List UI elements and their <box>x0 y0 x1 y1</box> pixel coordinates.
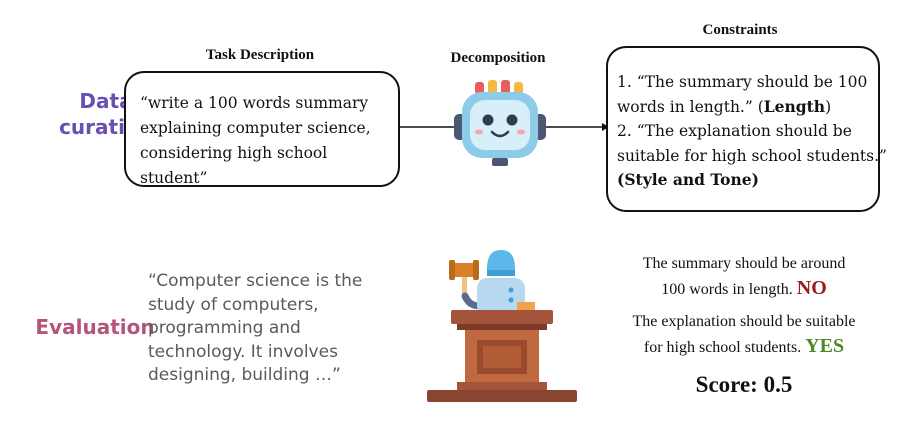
score-text: Score: 0.5 <box>695 372 793 397</box>
task-description-text: “write a 100 words summary explaining co… <box>140 91 398 191</box>
constraints-header: Constraints <box>702 22 778 38</box>
model-response-text: “Computer science is the study of comput… <box>148 270 362 388</box>
constraint-2-line: suitable for high school students.” <box>617 146 887 165</box>
constraints-box: 1. “The summary should be 100 words in l… <box>606 46 887 212</box>
response-line: technology. It involves <box>148 341 338 362</box>
eval-result-line: 100 words in length. NO <box>608 276 880 302</box>
constraint-2-tag: Style and Tone <box>624 170 752 189</box>
response-line: designing, building …” <box>148 365 341 385</box>
response-line: “Computer science is the <box>148 271 363 291</box>
constraint-2-line: (Style and Tone) <box>617 168 887 193</box>
response-line: study of computers, <box>148 294 319 315</box>
constraint-2-open: ( <box>617 170 625 189</box>
constraint-1-tag: Length <box>763 96 826 116</box>
decomposition-header: Decomposition <box>450 50 546 66</box>
task-description-box: “write a 100 words summary explaining co… <box>124 71 400 187</box>
eval-result-text: for high school students. <box>643 339 802 356</box>
task-line: considering high school student” <box>140 144 328 187</box>
constraints-text: 1. “The summary should be 100 words in l… <box>617 70 887 193</box>
row-label-line: Data <box>79 89 133 113</box>
task-line: explaining computer science, <box>140 119 371 137</box>
verdict-no: NO <box>796 277 827 299</box>
eval-result-line: The summary should be around <box>642 255 846 272</box>
eval-result-line: for high school students. YES <box>608 334 880 360</box>
row-label-evaluation: Evaluation <box>35 315 155 339</box>
evaluation-results: The summary should be around 100 words i… <box>608 252 880 398</box>
judge-podium-icon <box>427 250 577 402</box>
task-description-header: Task Description <box>205 47 315 63</box>
constraint-1-text: words in length.” ( <box>617 97 764 116</box>
eval-result-2: The explanation should be suitable for h… <box>608 310 880 360</box>
response-line: programming and <box>148 318 301 338</box>
constraint-1-line: words in length.” (Length) <box>617 95 887 120</box>
constraint-1-line: 1. “The summary should be 100 <box>617 73 868 91</box>
constraint-1-close: ) <box>825 97 832 116</box>
eval-result-text: 100 words in length. <box>661 281 793 298</box>
task-line: “write a 100 words summary <box>140 94 369 112</box>
constraint-2-close: ) <box>751 170 759 189</box>
eval-result-line: The explanation should be suitable <box>632 313 856 330</box>
verdict-yes: YES <box>805 335 845 357</box>
robot-icon <box>454 80 546 166</box>
constraint-2-line: 2. “The explanation should be <box>617 122 852 140</box>
eval-result-1: The summary should be around 100 words i… <box>608 252 880 302</box>
